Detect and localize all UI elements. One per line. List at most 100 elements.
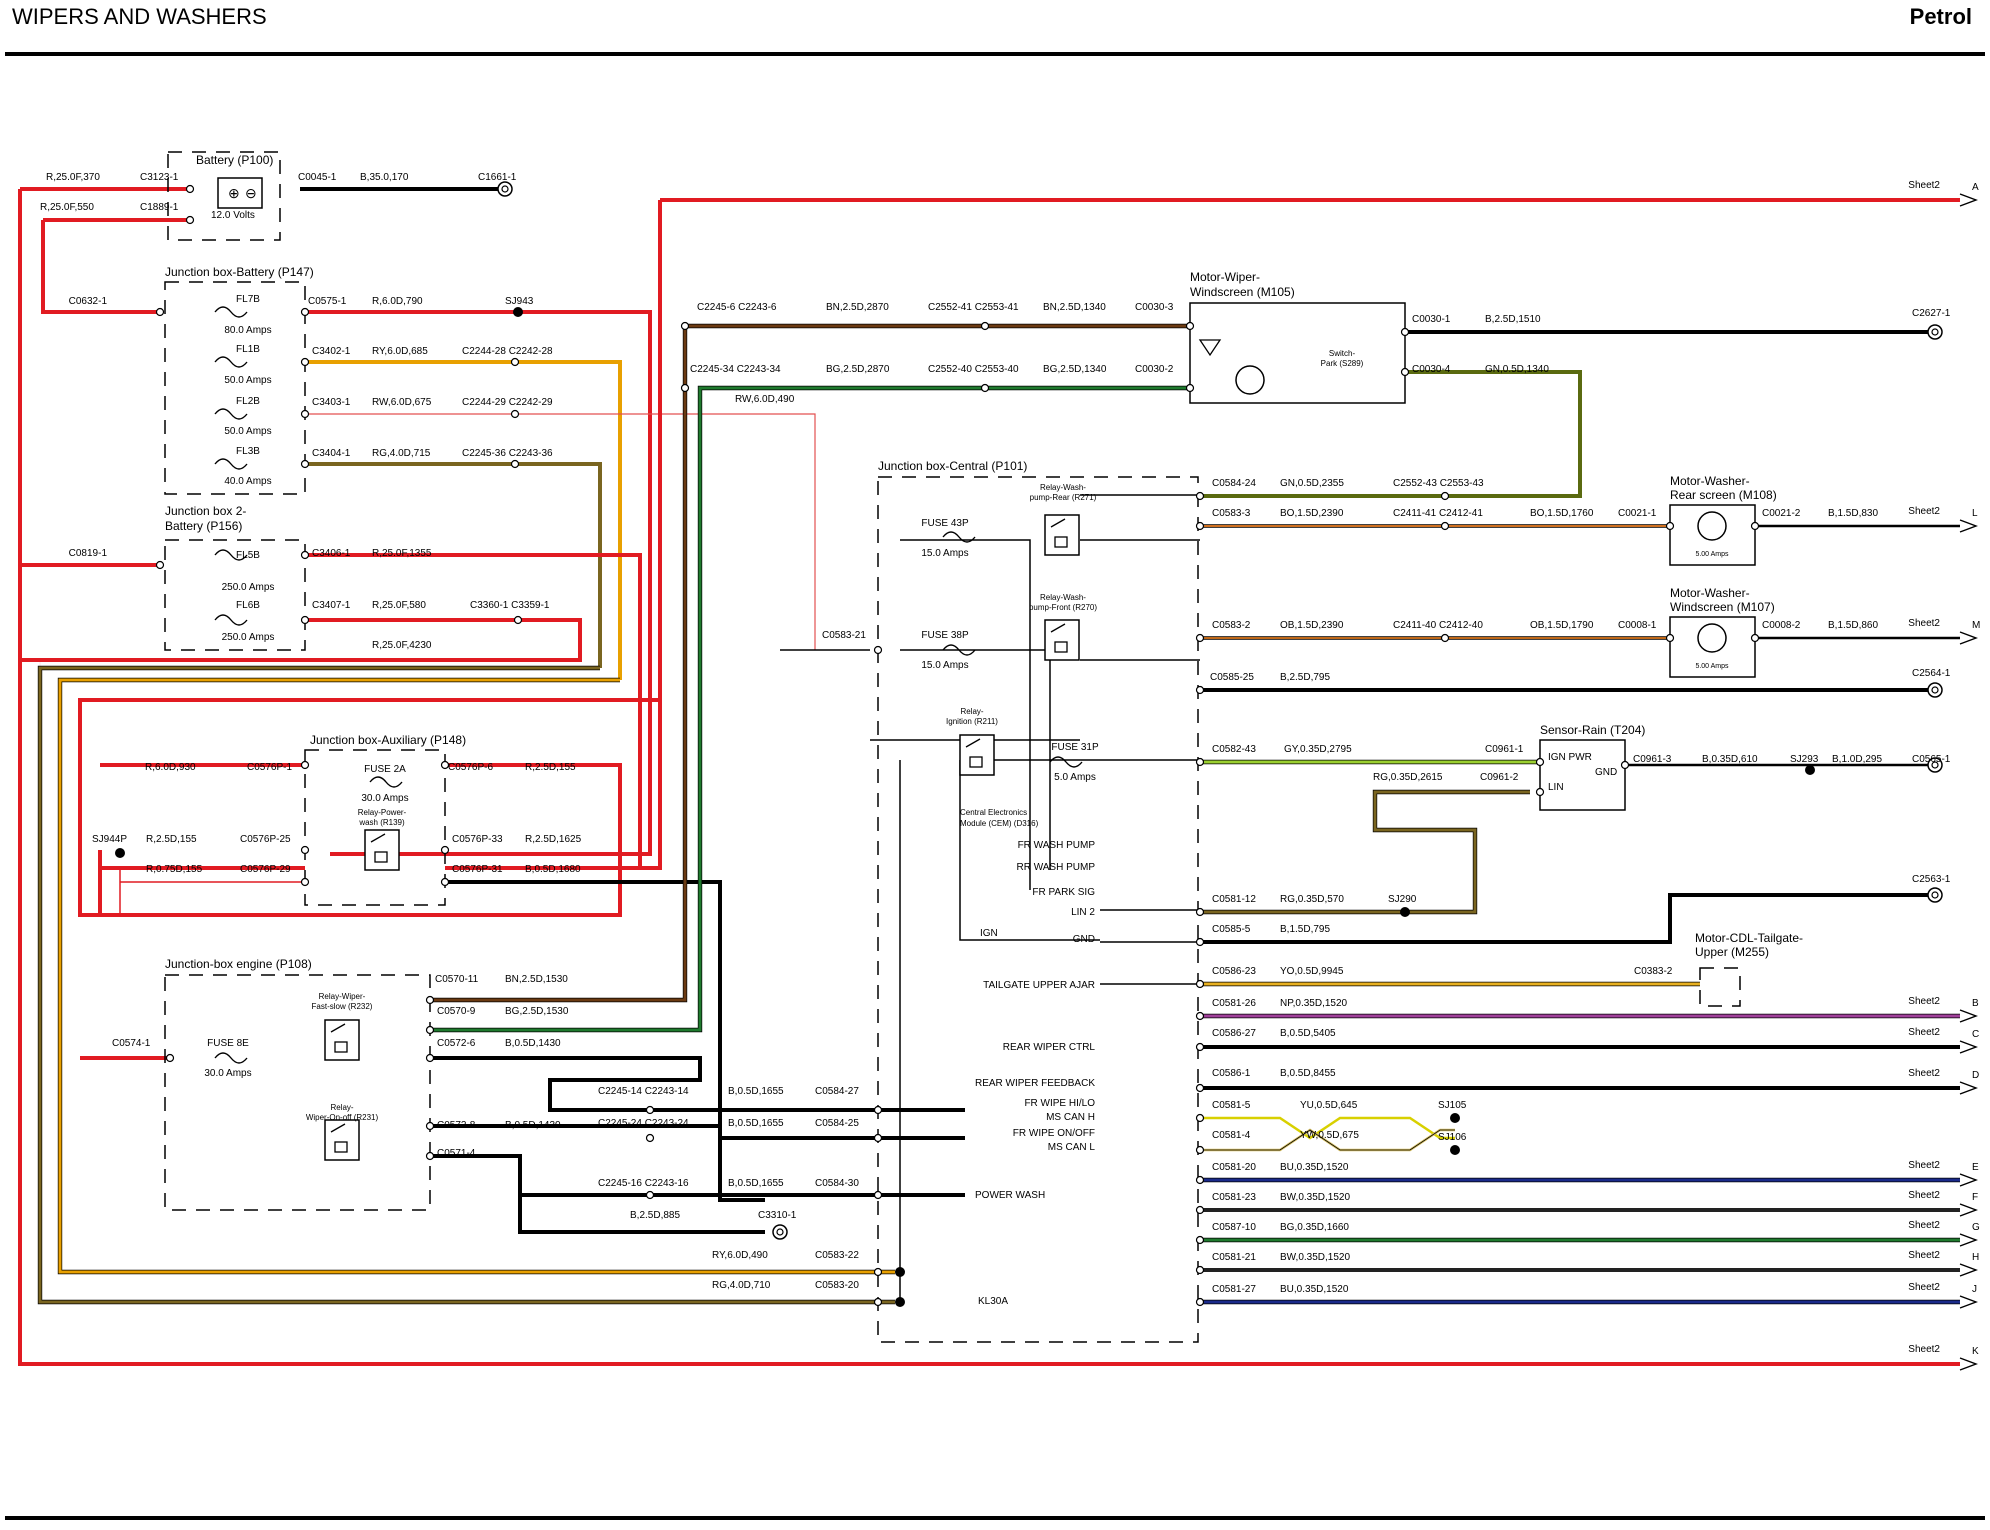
- sheet-name-label: Sheet2: [1908, 1068, 1940, 1079]
- relay-switch-icon: [330, 1023, 346, 1033]
- connector-pin: [1665, 633, 1675, 643]
- cem-name-1: Central Electronics: [960, 808, 1027, 817]
- footer-rule: [5, 1516, 1985, 1520]
- label-c0583-22: C0583-22: [815, 1250, 859, 1261]
- fuse-38p-amps: 15.0 Amps: [921, 660, 968, 671]
- connector-pin: [1195, 1113, 1205, 1123]
- label-c2563: C2563-1: [1912, 874, 1951, 885]
- wire-fl1b: [305, 360, 622, 680]
- relay-front: [1044, 619, 1080, 661]
- connector-pin: [510, 459, 520, 469]
- relay-power-wash: [364, 829, 400, 871]
- fuse-icon: [214, 458, 248, 470]
- label-w2870b: BG,2.5D,2870: [826, 364, 890, 375]
- label-c0585-5: C0585-5: [1212, 924, 1251, 935]
- wire-fl5b: [305, 553, 642, 870]
- relay-ignition-label-2: Ignition (R211): [946, 717, 998, 726]
- fuse-2a-label: FUSE 2A: [364, 764, 406, 775]
- label-c0581-26: C0581-26: [1212, 998, 1256, 1009]
- label-c0581-27: C0581-27: [1212, 1284, 1256, 1295]
- fuse-31p-label: FUSE 31P: [1051, 742, 1099, 753]
- sheet-letter-l: L: [1972, 508, 1978, 519]
- sheet-name-label: Sheet2: [1908, 1344, 1940, 1355]
- connector-pin: [300, 615, 310, 625]
- battery-c-pos: C3123-1: [140, 172, 179, 183]
- connector-pin: [440, 760, 450, 770]
- connector-pin: [1195, 491, 1205, 501]
- switch-park-label-2: Park (S289): [1321, 359, 1364, 368]
- relay-power-label-1: Relay-Power-: [358, 808, 407, 817]
- fuse-icon: [214, 306, 248, 318]
- label-c0581-12: C0581-12: [1212, 894, 1256, 905]
- connector-pin: [300, 877, 310, 887]
- connector-pin: [980, 321, 990, 331]
- label-c0584-27: C0584-27: [815, 1086, 859, 1097]
- motor-rear-name-1: Motor-Washer-: [1670, 474, 1750, 488]
- label-c2245-36: C2245-36 C2243-36: [462, 448, 553, 459]
- fuse-fl6b-amps: 250.0 Amps: [222, 632, 275, 643]
- fuse-icon: [214, 549, 248, 561]
- cem-pin-canh: MS CAN H: [1046, 1112, 1095, 1123]
- fuse-fl1b-label: FL1B: [236, 344, 260, 355]
- rain-gnd-pin: GND: [1595, 767, 1617, 778]
- label-c0584-25: C0584-25: [815, 1118, 859, 1129]
- sheet-ref-j-icon: [1959, 1295, 1978, 1309]
- tailgate-name-1: Motor-CDL-Tailgate-: [1695, 931, 1803, 945]
- label-w1520b: BU,0.35D,1520: [1280, 1162, 1349, 1173]
- label-w2390a: BO,1.5D,2390: [1280, 508, 1344, 519]
- label-c0583-2: C0583-2: [1212, 620, 1251, 631]
- fuse-icon: [214, 356, 248, 368]
- label-c0581-20: C0581-20: [1212, 1162, 1256, 1173]
- jb-battery-name: Junction box-Battery (P147): [165, 265, 314, 279]
- label-w795a: B,2.5D,795: [1280, 672, 1330, 683]
- connector-pin: [1535, 757, 1545, 767]
- label-sj944p: SJ944P: [92, 834, 127, 845]
- rain-sensor-name: Sensor-Rain (T204): [1540, 723, 1645, 737]
- label-w490rw: RW,6.0D,490: [735, 394, 795, 405]
- label-c0021-2: C0021-2: [1762, 508, 1801, 519]
- fuse-fl3b-amps: 40.0 Amps: [224, 476, 271, 487]
- connector-pin: [1195, 633, 1205, 643]
- label-w2390b: OB,1.5D,2390: [1280, 620, 1344, 631]
- label-w8455: B,0.5D,8455: [1280, 1068, 1336, 1079]
- sheet-ref-c-icon: [1959, 1040, 1978, 1054]
- label-c0583-21: C0583-21: [822, 630, 866, 641]
- label-w1510: B,2.5D,1510: [1485, 314, 1541, 325]
- label-c0572-6: C0572-6: [437, 1038, 476, 1049]
- components-layer: ⊕⊖: [115, 181, 1978, 1371]
- label-c0572-8: C0572-8: [437, 1120, 476, 1131]
- relay-coil-icon: [374, 851, 388, 863]
- label-c2244-29: C2244-29 C2242-29: [462, 397, 553, 408]
- label-c2411-40: C2411-40 C2412-40: [1393, 620, 1483, 631]
- relay-rear: [1044, 514, 1080, 556]
- label-c0961-3: C0961-3: [1633, 754, 1672, 765]
- battery-plus-icon: ⊕: [228, 185, 240, 201]
- connector-pin: [1195, 979, 1205, 989]
- label-c2552-43: C2552-43 C2553-43: [1393, 478, 1484, 489]
- label-w5405: B,0.5D,5405: [1280, 1028, 1336, 1039]
- label-w1760: BO,1.5D,1760: [1530, 508, 1594, 519]
- relay-coil-icon: [334, 1141, 348, 1153]
- jb-central-name: Junction box-Central (P101): [878, 459, 1027, 473]
- sheet-ref-a-icon: [1959, 193, 1978, 207]
- battery-name: Battery (P100): [196, 153, 273, 167]
- relay-switch-icon: [1050, 623, 1066, 633]
- cem-name-2: Module (CEM) (D316): [960, 819, 1039, 828]
- switch-park-label-1: Switch-: [1329, 349, 1356, 358]
- relay-rear-label-1: Relay-Wash-: [1040, 483, 1086, 492]
- cem-pin-rr_wash: RR WASH PUMP: [1016, 862, 1095, 873]
- connector-pin: [425, 1025, 435, 1035]
- wire-b-1430b: [430, 1124, 965, 1140]
- label-c0586-1: C0586-1: [1212, 1068, 1251, 1079]
- wire-fl3b: [305, 462, 602, 668]
- fuse-31p-amps: 5.0 Amps: [1054, 772, 1096, 783]
- sheet-name-label: Sheet2: [1908, 996, 1940, 1007]
- sheet-name-label: Sheet2: [1908, 180, 1940, 191]
- fuse-43p-amps: 15.0 Amps: [921, 548, 968, 559]
- label-w3404: RG,4.0D,715: [372, 448, 431, 459]
- label-c0586-27: C0586-27: [1212, 1028, 1256, 1039]
- label-w2795: GY,0.35D,2795: [1284, 744, 1352, 755]
- connector-pin: [1400, 327, 1410, 337]
- connector-pin: [1195, 1175, 1205, 1185]
